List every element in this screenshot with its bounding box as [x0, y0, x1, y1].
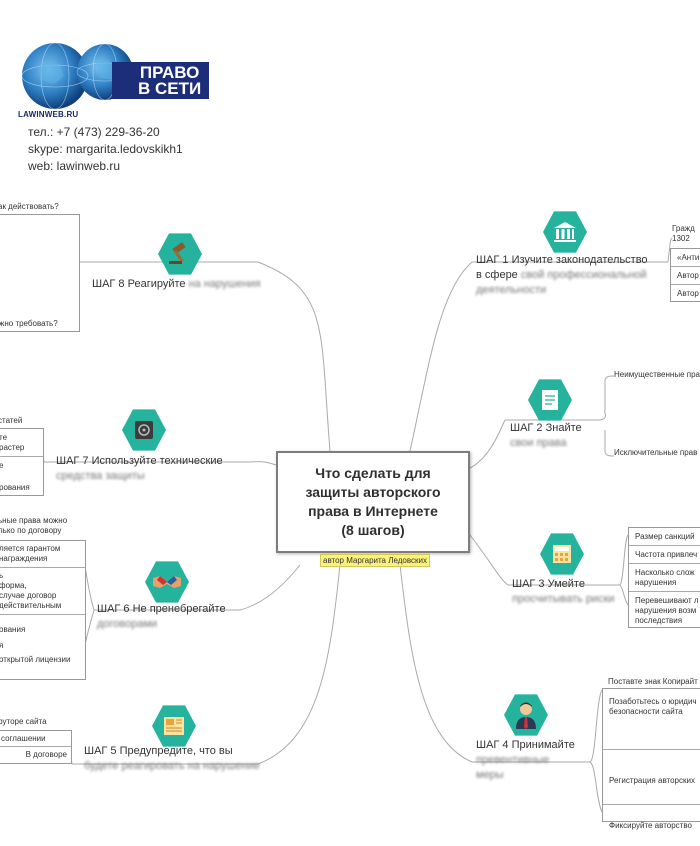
step-3-label[interactable]: ШАГ 3 Умейте просчитывать риски: [512, 577, 615, 607]
logo-banner: ПРАВО В СЕТИ: [112, 62, 210, 99]
step-4-detail-box: Позаботьтесь о юридич безопасности сайта…: [602, 688, 700, 830]
step-3-detail: Размер санкций: [635, 532, 695, 541]
step-7-detail: рования: [0, 483, 30, 492]
step-5-detail-box: соглашении В договоре: [0, 730, 72, 764]
step-6-detail: ляется гарантом: [0, 544, 61, 553]
step-7-line2: средства защиты: [56, 470, 145, 482]
step-4-detail: Поставте знак Копирайт: [608, 677, 698, 686]
step-3-line2: просчитывать риски: [512, 593, 615, 605]
logo-banner-line2: В СЕТИ: [138, 79, 202, 98]
step-2-detail: Исключительные прав: [614, 448, 698, 457]
step-6-detail: лько по договору: [0, 526, 62, 535]
step-5-label[interactable]: ШАГ 5 Предупредите, что вы будете реагир…: [84, 744, 260, 774]
step-7-detail: статей: [0, 416, 23, 425]
step-4-label[interactable]: ШАГ 4 Принимайте превентивные меры: [476, 738, 575, 783]
safe-icon: [122, 409, 166, 451]
central-title-line2: защиты авторского: [305, 484, 441, 500]
step-8-line1b: на нарушения: [188, 278, 261, 290]
contact-web: web: lawinweb.ru: [28, 159, 121, 173]
step-6-label[interactable]: ШАГ 6 Не пренебрегайте договорами: [97, 602, 226, 632]
step-2-label[interactable]: ШАГ 2 Знайте свои права: [510, 421, 582, 451]
step-6-detail: форма,: [0, 581, 27, 590]
step-1-detail: Гражд: [672, 224, 695, 233]
step-4-line1: ШАГ 4 Принимайте: [476, 739, 575, 751]
step-1-detail: Автор: [671, 284, 700, 302]
step-1-line2b: свой профессиональной: [520, 269, 647, 281]
step-6-detail: открытой лицензии: [0, 655, 71, 664]
step-3-detail: нарушения возм: [635, 606, 697, 615]
step-2-detail: Неимущественные пра: [614, 370, 700, 379]
central-topic[interactable]: Что сделать для защиты авторского права …: [276, 451, 470, 553]
step-4-line2: превентивные: [476, 754, 550, 766]
step-4-detail: Регистрация авторских: [609, 776, 695, 785]
step-7-detail-box: те растер е рования: [0, 428, 44, 496]
step-1-detail: «Анти: [677, 253, 700, 262]
step-1-line1: ШАГ 1 Изучите законодательство: [476, 254, 648, 266]
globe-logo-icon: [21, 42, 134, 110]
central-title-line1: Что сделать для: [315, 465, 431, 481]
step-7-detail: растер: [0, 443, 25, 452]
step-2-line1: ШАГ 2 Знайте: [510, 422, 582, 434]
step-3-detail: последствия: [635, 616, 683, 625]
step-7-detail: те: [0, 433, 8, 442]
step-6-detail: я: [0, 641, 4, 650]
contact-skype: skype: margarita.ledovskikh1: [28, 142, 183, 156]
step-1-line3: деятельности: [476, 284, 547, 296]
step-6-detail: ования: [0, 625, 26, 634]
central-title-line4: (8 шагов): [341, 522, 405, 538]
step-6-details-top: ьные права можно лько по договору: [0, 516, 67, 536]
step-1-label[interactable]: ШАГ 1 Изучите законодательство в сфере с…: [476, 253, 648, 298]
step-3-detail: Насколько слож: [635, 568, 695, 577]
step-6-detail-box: ляется гарантом награждения ь форма, слу…: [0, 540, 86, 680]
step-3-detail: Частота привлеч: [629, 545, 700, 563]
step-1-detail-box: «Анти Автор Автор: [670, 248, 700, 302]
central-title-line3: права в Интернете: [308, 503, 438, 519]
step-8-detail: жно требовать?: [0, 319, 58, 328]
step-5-line2: будете реагировать на нарушение: [84, 760, 260, 772]
step-5-line1: ШАГ 5 Предупредите, что вы: [84, 745, 233, 757]
step-8-detail: ак действовать?: [0, 202, 59, 211]
company-logo: [10, 38, 210, 118]
step-8-line1a: ШАГ 8 Реагируйте: [92, 278, 189, 290]
step-4-detail: Фиксируйте авторство: [609, 821, 692, 830]
step-1-line2a: в сфере: [476, 269, 521, 281]
step-3-detail: Перевешивают л: [635, 596, 699, 605]
step-3-detail-box: Размер санкций Частота привлеч Насколько…: [628, 527, 700, 628]
step-6-line1: ШАГ 6 Не пренебрегайте: [97, 603, 226, 615]
step-6-detail: случае договор: [0, 591, 57, 600]
step-4-detail: Позаботьтесь о юридич: [609, 697, 697, 706]
step-4-detail: безопасности сайта: [609, 707, 683, 716]
step-4-line3: меры: [476, 769, 504, 781]
step-7-label[interactable]: ШАГ 7 Используйте технические средства з…: [56, 454, 223, 484]
contact-phone: тел.: +7 (473) 229-36-20: [28, 125, 160, 139]
step-6-detail: действительным: [0, 601, 62, 610]
step-3-line1: ШАГ 3 Умейте: [512, 578, 585, 590]
step-1-detail: 1302: [672, 234, 690, 243]
logo-url: LAWINWEB.RU: [18, 110, 79, 119]
step-1-details: Гражд 1302: [672, 224, 700, 244]
step-1-detail: Автор: [671, 266, 700, 284]
step-6-line2: договорами: [97, 618, 158, 630]
logo-banner-line1: ПРАВО: [139, 63, 200, 82]
step-5-detail: соглашении: [1, 734, 46, 743]
step-5-detail: В договоре: [0, 746, 71, 762]
step-8-detail-box: жно требовать?: [0, 214, 80, 332]
step-2-line2: свои права: [510, 437, 567, 449]
step-3-detail: нарушения: [635, 578, 677, 587]
step-7-detail: е: [0, 461, 4, 470]
step-7-line1: ШАГ 7 Используйте технические: [56, 455, 223, 467]
step-8-label[interactable]: ШАГ 8 Реагируйте на нарушения: [92, 277, 261, 292]
step-5-detail: футоре сайта: [0, 717, 47, 726]
author-label: автор Маргарита Ледовских: [320, 554, 430, 567]
step-6-detail: ь: [0, 571, 4, 580]
step-6-detail: награждения: [0, 554, 48, 563]
step-6-detail: ьные права можно: [0, 516, 68, 525]
